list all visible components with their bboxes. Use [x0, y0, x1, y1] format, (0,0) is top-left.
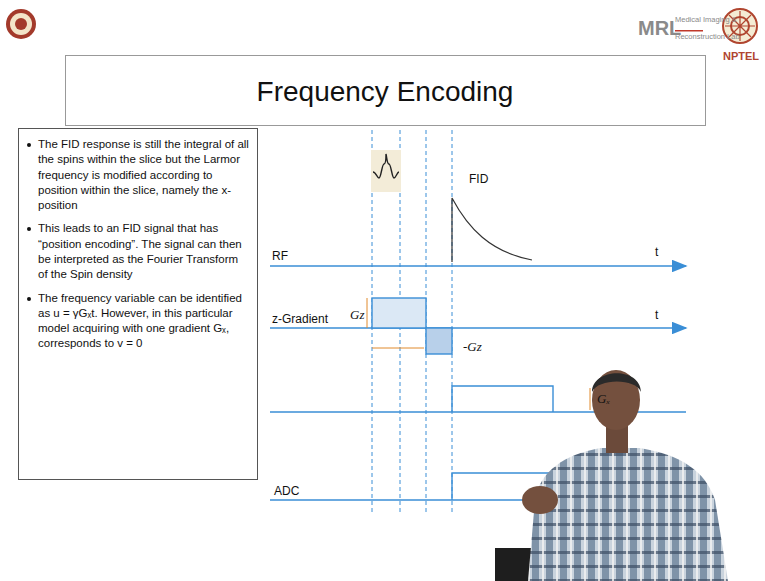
gradient-amplitude: Gₓ	[597, 392, 610, 406]
rephase-lobe	[426, 328, 452, 354]
annotation-line	[372, 348, 424, 349]
signal-name: z-Gradient	[272, 313, 328, 326]
gradient-amplitude: -Gz	[463, 340, 482, 354]
presenter-figure	[495, 370, 728, 581]
signal-name: FID	[469, 173, 488, 186]
bullet-dot	[27, 297, 31, 301]
institute-logo	[6, 9, 36, 39]
amplitude-mark	[590, 388, 591, 410]
bullet-item: The frequency variable can be identified…	[25, 291, 249, 352]
lab-logo-text: Medical Imaging &	[675, 16, 737, 24]
slice-select-lobe	[372, 298, 426, 328]
bullet-text: The FID response is still the integral o…	[38, 137, 249, 213]
lab-logo-text: Reconstruction Lab	[675, 33, 740, 41]
bullet-item: The FID response is still the integral o…	[25, 137, 249, 213]
lab-logo-text: MRL	[638, 17, 681, 39]
bullet-text: This leads to an FID signal that has “po…	[38, 221, 249, 282]
axis-label: t	[655, 246, 658, 259]
bullet-text: The frequency variable can be identified…	[38, 291, 249, 352]
nptel-logo-text: NPTEL	[723, 50, 759, 62]
bullet-dot	[27, 227, 31, 231]
axis-label: t	[655, 309, 658, 322]
timing-markers	[372, 130, 452, 512]
bullet-dot	[27, 143, 31, 147]
amplitude-mark	[367, 298, 368, 328]
readout-gradient	[452, 386, 553, 412]
sinc-pulse	[373, 154, 399, 178]
signal-name: RF	[272, 250, 288, 263]
bullet-item: This leads to an FID signal that has “po…	[25, 221, 249, 282]
title-frame	[66, 56, 706, 126]
signal-name: ADC	[274, 485, 299, 498]
gradient-amplitude: Gz	[350, 308, 364, 322]
rf-pulse-background	[371, 150, 401, 192]
bullet-box: The FID response is still the integral o…	[18, 128, 258, 480]
slide-title: Frequency Encoding	[65, 76, 705, 108]
fid-curve	[452, 198, 532, 262]
